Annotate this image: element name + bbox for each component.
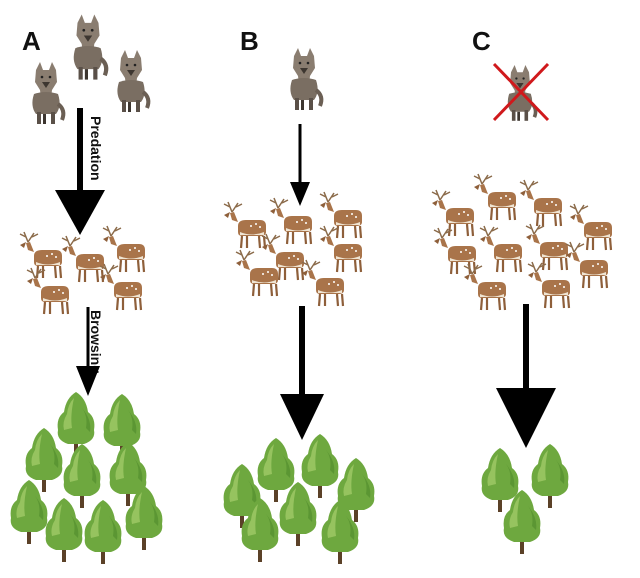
wolf-icon	[74, 15, 106, 80]
browsing-arrow-thick	[280, 306, 324, 440]
predation-label: Predation	[88, 116, 104, 181]
deer-icon	[222, 200, 268, 250]
deer-icon	[25, 266, 71, 316]
panel-a-group	[10, 15, 163, 564]
browsing-arrow-thick	[496, 304, 556, 448]
panel-a-label: A	[22, 26, 41, 56]
deer-icon	[234, 248, 280, 298]
tree-icon	[301, 434, 339, 498]
tree-icon	[531, 444, 569, 508]
tree-icon	[279, 482, 317, 546]
deer-icon	[60, 234, 106, 284]
predation-arrow-thin	[290, 124, 310, 206]
wolf-icon	[30, 60, 66, 126]
deer-icon	[462, 262, 508, 312]
cross-icon	[492, 62, 550, 122]
deer-icon	[518, 178, 564, 228]
panel-b-label: B	[240, 26, 259, 56]
tree-icon	[63, 444, 101, 508]
tree-icon	[125, 486, 163, 550]
wolf-icon	[288, 46, 324, 112]
tree-icon	[84, 500, 122, 564]
deer-icon	[18, 230, 64, 280]
wolf-icon	[115, 48, 151, 114]
deer-icon	[101, 224, 147, 274]
tree-icon	[45, 498, 83, 562]
browsing-label: Browsing	[88, 310, 104, 374]
panel-b-group	[222, 46, 375, 564]
panel-c-label: C	[472, 26, 491, 56]
panel-c-group	[430, 62, 614, 554]
deer-icon	[472, 172, 518, 222]
deer-icon	[568, 202, 614, 252]
tree-icon	[57, 392, 95, 456]
browsing-arrow	[76, 307, 100, 396]
predation-arrow	[55, 108, 105, 235]
deer-icon	[478, 224, 524, 274]
tree-icon	[10, 480, 48, 544]
